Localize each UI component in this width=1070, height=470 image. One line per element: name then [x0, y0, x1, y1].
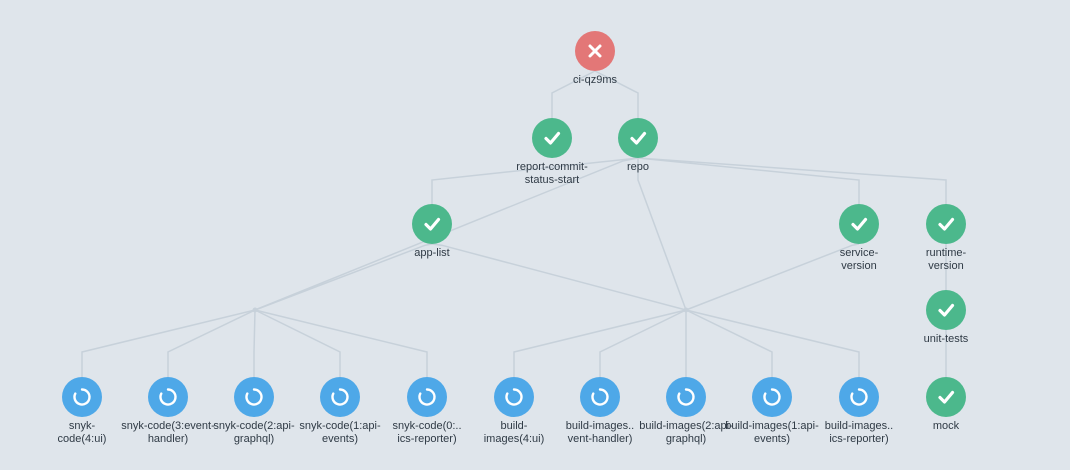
edge-repo-svcver — [637, 157, 860, 204]
node-label: snyk-code(2:api- graphql) — [213, 420, 295, 445]
node-label: build-images.. vent-handler) — [565, 420, 635, 445]
workflow-node-svcver[interactable]: service- version — [799, 204, 919, 273]
running-status-circle[interactable] — [752, 377, 792, 417]
spinner-icon — [329, 386, 351, 408]
node-label: snyk-code(1:api- events) — [299, 420, 381, 445]
spinner-icon — [157, 386, 179, 408]
edge-snyk_group-snyk2 — [253, 309, 256, 377]
workflow-node-snyk0[interactable]: snyk-code(0:.. ics-reporter) — [367, 377, 487, 446]
spinner-icon — [416, 386, 438, 408]
node-label: report-commit- status-start — [516, 161, 588, 186]
running-status-circle[interactable] — [62, 377, 102, 417]
check-icon — [421, 213, 443, 235]
edge-snyk_group-snyk3 — [167, 309, 256, 377]
edge-repo-rtver — [637, 157, 947, 204]
node-label: repo — [626, 161, 650, 173]
workflow-node-rcs[interactable]: report-commit- status-start — [492, 118, 612, 187]
node-label: build-images(1:api- events) — [725, 420, 819, 445]
edge-applist-bi_group — [431, 243, 687, 311]
check-icon — [627, 127, 649, 149]
check-icon — [541, 127, 563, 149]
node-label: ci-qz9ms — [572, 74, 617, 86]
check-icon — [935, 386, 957, 408]
node-label: build-images.. ics-reporter) — [824, 420, 894, 445]
running-status-circle[interactable] — [580, 377, 620, 417]
node-label: build- images(4:ui) — [483, 420, 545, 445]
workflow-node-snyk1[interactable]: snyk-code(1:api- events) — [280, 377, 400, 446]
edge-svcver-bi_group — [685, 243, 860, 311]
node-label: app-list — [414, 247, 450, 259]
bi-group-junction — [683, 307, 689, 313]
workflow-node-bi2[interactable]: build-images(2:api- graphql) — [626, 377, 746, 446]
workflow-node-snyk2[interactable]: snyk-code(2:api- graphql) — [194, 377, 314, 446]
edge-bi_group-bi0 — [685, 309, 860, 377]
check-icon — [848, 213, 870, 235]
edge-snyk_group-snyk1 — [254, 309, 341, 377]
succeeded-status-circle[interactable] — [412, 204, 452, 244]
spinner-icon — [848, 386, 870, 408]
snyk-group-junction — [252, 307, 258, 313]
workflow-node-rtver[interactable]: runtime- version — [886, 204, 1006, 273]
node-label: service- version — [839, 247, 879, 272]
workflow-node-root[interactable]: ci-qz9ms — [535, 31, 655, 87]
workflow-node-applist[interactable]: app-list — [372, 204, 492, 260]
workflow-node-snyk4[interactable]: snyk- code(4:ui) — [22, 377, 142, 446]
workflow-node-mock[interactable]: mock — [886, 377, 1006, 433]
succeeded-status-circle[interactable] — [839, 204, 879, 244]
spinner-icon — [243, 386, 265, 408]
node-label: runtime- version — [925, 247, 967, 272]
edge-root-rcs — [551, 70, 596, 118]
running-status-circle[interactable] — [234, 377, 274, 417]
edge-snyk_group-snyk4 — [81, 309, 256, 377]
node-label: snyk-code(3:event- handler) — [121, 420, 215, 445]
failed-status-circle[interactable] — [575, 31, 615, 71]
edge-root-repo — [594, 70, 639, 118]
edge-repo-applist — [431, 157, 639, 204]
node-label: snyk-code(0:.. ics-reporter) — [392, 420, 462, 445]
workflow-node-snyk3[interactable]: snyk-code(3:event- handler) — [108, 377, 228, 446]
node-label: unit-tests — [923, 333, 969, 345]
running-status-circle[interactable] — [320, 377, 360, 417]
running-status-circle[interactable] — [839, 377, 879, 417]
workflow-node-unittests[interactable]: unit-tests — [886, 290, 1006, 346]
succeeded-status-circle[interactable] — [926, 290, 966, 330]
edge-bi_group-bi1 — [685, 309, 773, 377]
workflow-node-bi4[interactable]: build- images(4:ui) — [454, 377, 574, 446]
succeeded-status-circle[interactable] — [532, 118, 572, 158]
node-label: mock — [932, 420, 960, 432]
spinner-icon — [589, 386, 611, 408]
spinner-icon — [71, 386, 93, 408]
workflow-node-bi1[interactable]: build-images(1:api- events) — [712, 377, 832, 446]
workflow-node-repo[interactable]: repo — [578, 118, 698, 174]
check-icon — [935, 299, 957, 321]
running-status-circle[interactable] — [407, 377, 447, 417]
edge-repo-snyk_group — [254, 157, 639, 311]
spinner-icon — [503, 386, 525, 408]
edge-snyk_group-snyk0 — [254, 309, 428, 377]
node-label: snyk- code(4:ui) — [57, 420, 107, 445]
edge-bi_group-bi3 — [599, 309, 687, 377]
spinner-icon — [761, 386, 783, 408]
succeeded-status-circle[interactable] — [926, 377, 966, 417]
workflow-node-bi3[interactable]: build-images.. vent-handler) — [540, 377, 660, 446]
running-status-circle[interactable] — [666, 377, 706, 417]
edge-repo-bi_group — [637, 158, 687, 311]
running-status-circle[interactable] — [148, 377, 188, 417]
x-icon — [585, 41, 605, 61]
spinner-icon — [675, 386, 697, 408]
succeeded-status-circle[interactable] — [618, 118, 658, 158]
workflow-node-bi0[interactable]: build-images.. ics-reporter) — [799, 377, 919, 446]
node-label: build-images(2:api- graphql) — [639, 420, 733, 445]
edge-applist-snyk_group — [254, 243, 433, 311]
succeeded-status-circle[interactable] — [926, 204, 966, 244]
edge-bi_group-bi4 — [513, 309, 687, 377]
running-status-circle[interactable] — [494, 377, 534, 417]
check-icon — [935, 213, 957, 235]
